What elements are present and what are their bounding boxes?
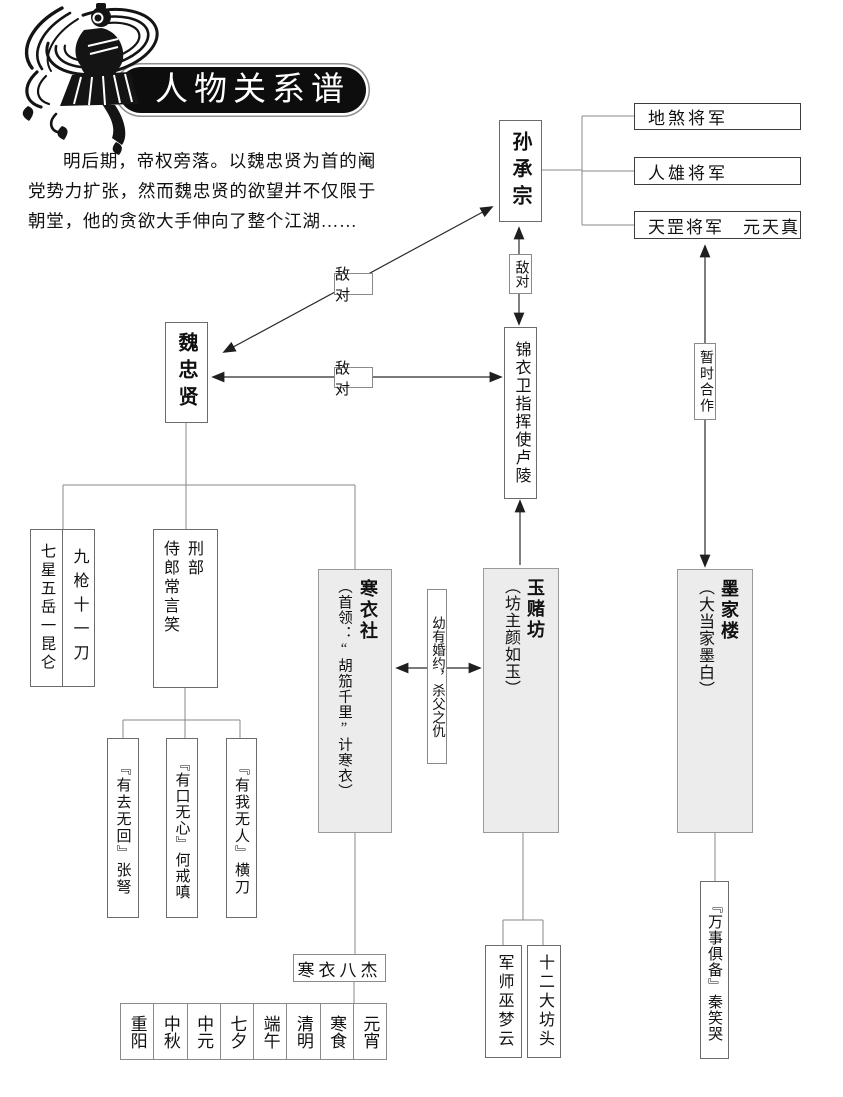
festival-label: 七夕 — [227, 1014, 247, 1049]
festival-label: 端午 — [260, 1014, 280, 1049]
yudufang-name: 玉赌坊 — [525, 578, 545, 641]
festival-cell: 清明 — [286, 1004, 319, 1059]
jiuqiang-label: 九枪十一刀 — [70, 548, 88, 668]
qixing-label: 七星五岳一昆仑 — [38, 543, 56, 673]
node-sun-chengzong: 孙承宗 — [499, 120, 542, 222]
node-hanyibajie: 寒衣八杰 — [293, 954, 386, 982]
marriage-feud-text: 幼有婚约，杀父之仇 — [430, 615, 445, 738]
node-disciple-hejiechen: 『有口无心』何戒嗔 — [166, 738, 198, 918]
node-festival-row: 重阳 中秋 中元 七夕 端午 清明 寒食 元宵 — [120, 1003, 387, 1060]
festival-cell: 重阳 — [121, 1004, 153, 1059]
xingbu-dept-label: 刑部 — [185, 540, 202, 578]
label-temp-cooperation: 暂时合作 — [694, 343, 716, 420]
weapons-left-cell: 七星五岳一昆仑 — [31, 530, 63, 686]
hanyibajie-label: 寒衣八杰 — [297, 960, 382, 980]
mojialou-detail: （大当家墨白） — [696, 579, 713, 698]
festival-label: 寒食 — [327, 1014, 347, 1049]
festival-label: 元宵 — [360, 1014, 380, 1049]
hostile-label-text: 敌对 — [335, 267, 355, 304]
festival-cell: 七夕 — [219, 1004, 253, 1059]
hostile-label-text: 敌对 — [513, 260, 529, 288]
wei-zhongxian-label: 魏忠贤 — [175, 332, 197, 413]
xingbu-name-label: 侍郎常言笑 — [161, 540, 178, 635]
intro-paragraph: 明后期，帝权旁落。以魏忠贤为首的阉党势力扩张，然而魏忠贤的欲望并不仅限于朝堂，他… — [28, 151, 376, 232]
festival-cell: 中秋 — [153, 1004, 186, 1059]
festival-cell: 寒食 — [319, 1004, 353, 1059]
node-disciple-hengdao: 『有我无人』横刀 — [226, 738, 257, 918]
general-tiangang-label: 天罡将军 元天真 — [648, 217, 800, 237]
jinyiwei-label: 锦衣卫指挥使卢陵 — [512, 341, 530, 485]
page-title: 人物关系谱 — [155, 72, 350, 108]
node-weapons-box: 七星五岳一昆仑 九枪十一刀 — [30, 529, 95, 687]
disciple-hengdao-label: 『有我无人』横刀 — [233, 760, 249, 896]
yudufang-detail: （坊主颜如玉） — [502, 578, 519, 697]
node-mojialou: 墨家楼 （大当家墨白） — [677, 569, 753, 833]
node-wei-zhongxian: 魏忠贤 — [165, 322, 208, 423]
node-shierdafangtou: 十二大坊头 — [527, 945, 561, 1058]
label-marriage-feud: 幼有婚约，杀父之仇 — [427, 589, 447, 764]
relation-arrows — [211, 206, 711, 674]
hanyishe-name: 寒衣社 — [358, 579, 378, 642]
weapons-right-cell: 九枪十一刀 — [63, 530, 94, 686]
node-hanyishe: 寒衣社 （首领：“胡笳千里”计寒衣） — [318, 569, 392, 833]
festival-cell: 端午 — [253, 1004, 286, 1059]
festival-label: 中元 — [194, 1014, 214, 1049]
disciple-zhangnu-label: 『有去无回』张弩 — [114, 760, 131, 896]
mojialou-name: 墨家楼 — [719, 579, 739, 642]
qinxiaoku-label: 『万事俱备』秦笑哭 — [706, 898, 722, 1042]
label-hostile-wei-jinyiwei: 敌对 — [334, 361, 373, 398]
sun-chengzong-label: 孙承宗 — [509, 130, 531, 212]
temp-cooperation-text: 暂时合作 — [698, 349, 713, 414]
node-qinxiaoku: 『万事俱备』秦笑哭 — [700, 881, 729, 1059]
node-jinyiwei-luling: 锦衣卫指挥使卢陵 — [504, 327, 537, 499]
node-yudufang: 玉赌坊 （坊主颜如玉） — [483, 568, 559, 833]
hanyishe-detail: （首领：“胡笳千里”计寒衣） — [336, 579, 352, 799]
node-general-renxiong: 人雄将军 — [634, 157, 801, 185]
disciple-hejiechen-label: 『有口无心』何戒嗔 — [173, 756, 190, 900]
festival-cell: 元宵 — [352, 1004, 386, 1059]
node-general-disha: 地煞将军 — [634, 103, 801, 130]
festival-cell: 中元 — [186, 1004, 220, 1059]
node-general-tiangang: 天罡将军 元天真 — [634, 211, 801, 239]
hierarchy-wires — [62, 115, 716, 1003]
junshi-label: 军师巫梦云 — [495, 954, 513, 1049]
shierdafangtou-label: 十二大坊头 — [536, 954, 553, 1049]
label-hostile-wei-sun: 敌对 — [334, 267, 373, 304]
general-renxiong-label: 人雄将军 — [648, 163, 728, 183]
node-disciple-zhangnu: 『有去无回』张弩 — [107, 738, 139, 918]
general-disha-label: 地煞将军 — [648, 109, 728, 128]
node-junshi-wumengyun: 军师巫梦云 — [485, 945, 522, 1058]
node-xingbu-changyanxiao: 刑部 侍郎常言笑 — [153, 529, 218, 688]
festival-label: 清明 — [293, 1014, 313, 1049]
label-hostile-sun-jinyiwei: 敌对 — [509, 254, 532, 294]
festival-label: 中秋 — [160, 1014, 180, 1049]
title-banner: 人物关系谱 — [118, 67, 366, 113]
apsara-ink-figure-illustration — [22, 3, 159, 155]
hostile-label-text: 敌对 — [335, 360, 355, 398]
festival-label: 重阳 — [127, 1014, 147, 1049]
